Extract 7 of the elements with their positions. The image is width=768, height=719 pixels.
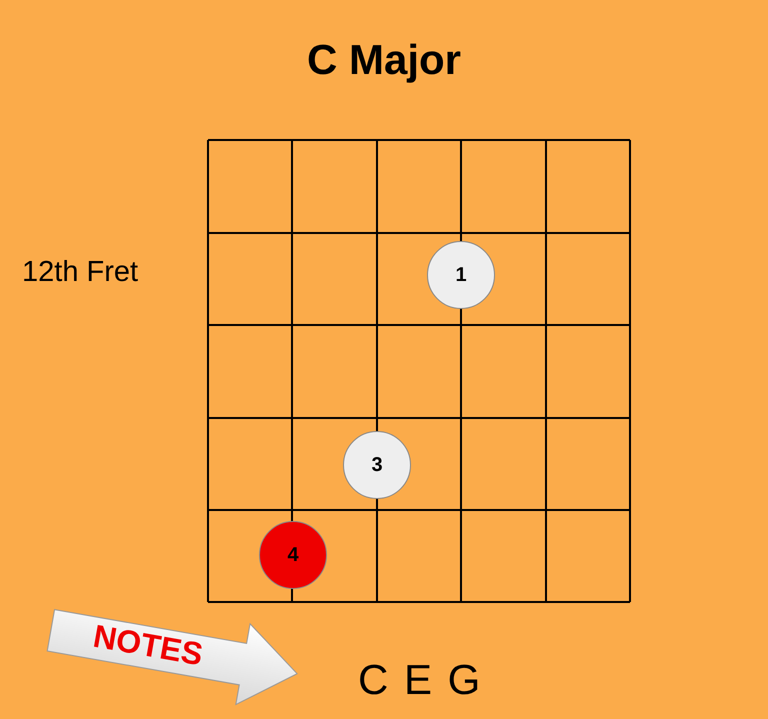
fret-label: 12th Fret — [22, 256, 138, 289]
finger-dot: 1 — [427, 241, 495, 309]
notes-text: C E G — [358, 656, 482, 704]
chart-title: C Major — [306, 36, 462, 84]
finger-dot: 4 — [259, 521, 327, 589]
arrow-label: NOTES — [90, 616, 206, 674]
finger-dot: 3 — [343, 431, 411, 499]
